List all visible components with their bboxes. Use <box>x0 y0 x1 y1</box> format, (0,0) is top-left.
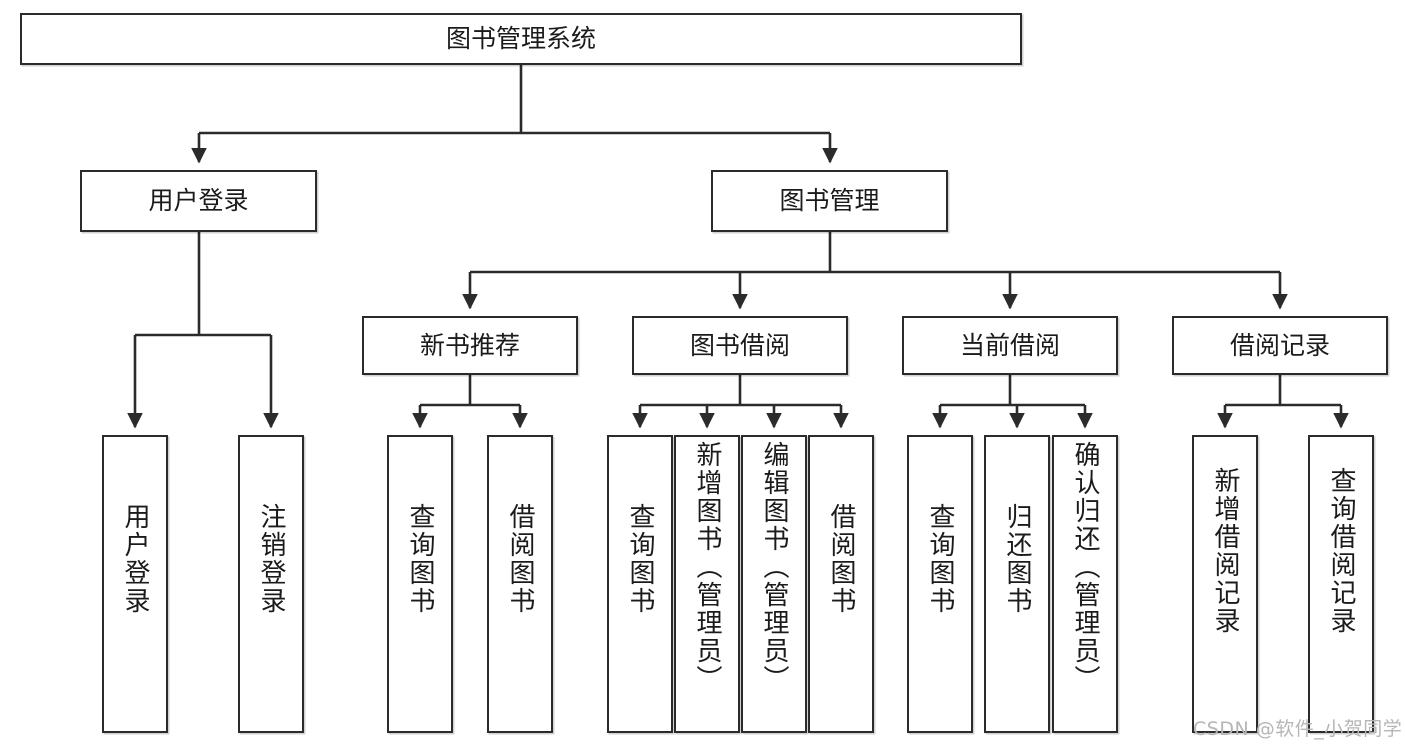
node-book-borrow-label: 图书借阅 <box>689 330 790 360</box>
node-current-borrow-label: 当前借阅 <box>959 330 1060 360</box>
node-leaf-query-record[interactable]: 查询借阅记录 <box>1308 435 1374 733</box>
node-book-manage[interactable]: 图书管理 <box>711 170 948 232</box>
node-leaf-query-book-1[interactable]: 查询图书 <box>387 435 453 733</box>
node-root[interactable]: 图书管理系统 <box>20 13 1022 65</box>
node-leaf-query-book-2[interactable]: 查询图书 <box>607 435 673 733</box>
node-leaf-add-book-label: 新增图书（管理员） <box>692 441 722 693</box>
node-leaf-query-book-2-label: 查询图书 <box>625 503 655 615</box>
node-leaf-user-logout[interactable]: 注销登录 <box>238 435 304 733</box>
node-leaf-user-login-label: 用户登录 <box>120 503 150 615</box>
node-root-label: 图书管理系统 <box>445 24 596 54</box>
node-leaf-add-book[interactable]: 新增图书（管理员） <box>674 435 740 733</box>
node-user-login[interactable]: 用户登录 <box>80 170 317 232</box>
node-leaf-borrow-book-2-label: 借阅图书 <box>826 503 856 615</box>
node-user-login-label: 用户登录 <box>148 186 249 216</box>
node-leaf-return-book[interactable]: 归还图书 <box>984 435 1050 733</box>
node-current-borrow[interactable]: 当前借阅 <box>902 316 1118 375</box>
node-leaf-confirm-return-label: 确认归还（管理员） <box>1070 441 1100 693</box>
node-book-borrow[interactable]: 图书借阅 <box>632 316 848 375</box>
node-leaf-edit-book-label: 编辑图书（管理员） <box>759 441 789 693</box>
node-leaf-borrow-book-2[interactable]: 借阅图书 <box>808 435 874 733</box>
node-new-book-recommend-label: 新书推荐 <box>419 330 520 360</box>
node-leaf-confirm-return[interactable]: 确认归还（管理员） <box>1052 435 1118 733</box>
node-leaf-query-book-3[interactable]: 查询图书 <box>907 435 973 733</box>
node-borrow-record[interactable]: 借阅记录 <box>1172 316 1388 375</box>
node-borrow-record-label: 借阅记录 <box>1229 330 1330 360</box>
node-leaf-query-book-1-label: 查询图书 <box>405 503 435 615</box>
node-leaf-add-record[interactable]: 新增借阅记录 <box>1192 435 1258 733</box>
node-leaf-borrow-book-1[interactable]: 借阅图书 <box>487 435 553 733</box>
watermark: CSDN @软件_小贺同学 <box>1193 718 1403 740</box>
node-leaf-user-logout-label: 注销登录 <box>256 503 286 615</box>
node-leaf-add-record-label: 新增借阅记录 <box>1210 467 1240 635</box>
node-leaf-user-login[interactable]: 用户登录 <box>102 435 168 733</box>
node-book-manage-label: 图书管理 <box>779 186 880 216</box>
node-leaf-query-book-3-label: 查询图书 <box>925 503 955 615</box>
node-new-book-recommend[interactable]: 新书推荐 <box>362 316 578 375</box>
node-leaf-query-record-label: 查询借阅记录 <box>1326 467 1356 635</box>
node-leaf-borrow-book-1-label: 借阅图书 <box>505 503 535 615</box>
node-leaf-return-book-label: 归还图书 <box>1002 503 1032 615</box>
node-leaf-edit-book[interactable]: 编辑图书（管理员） <box>741 435 807 733</box>
